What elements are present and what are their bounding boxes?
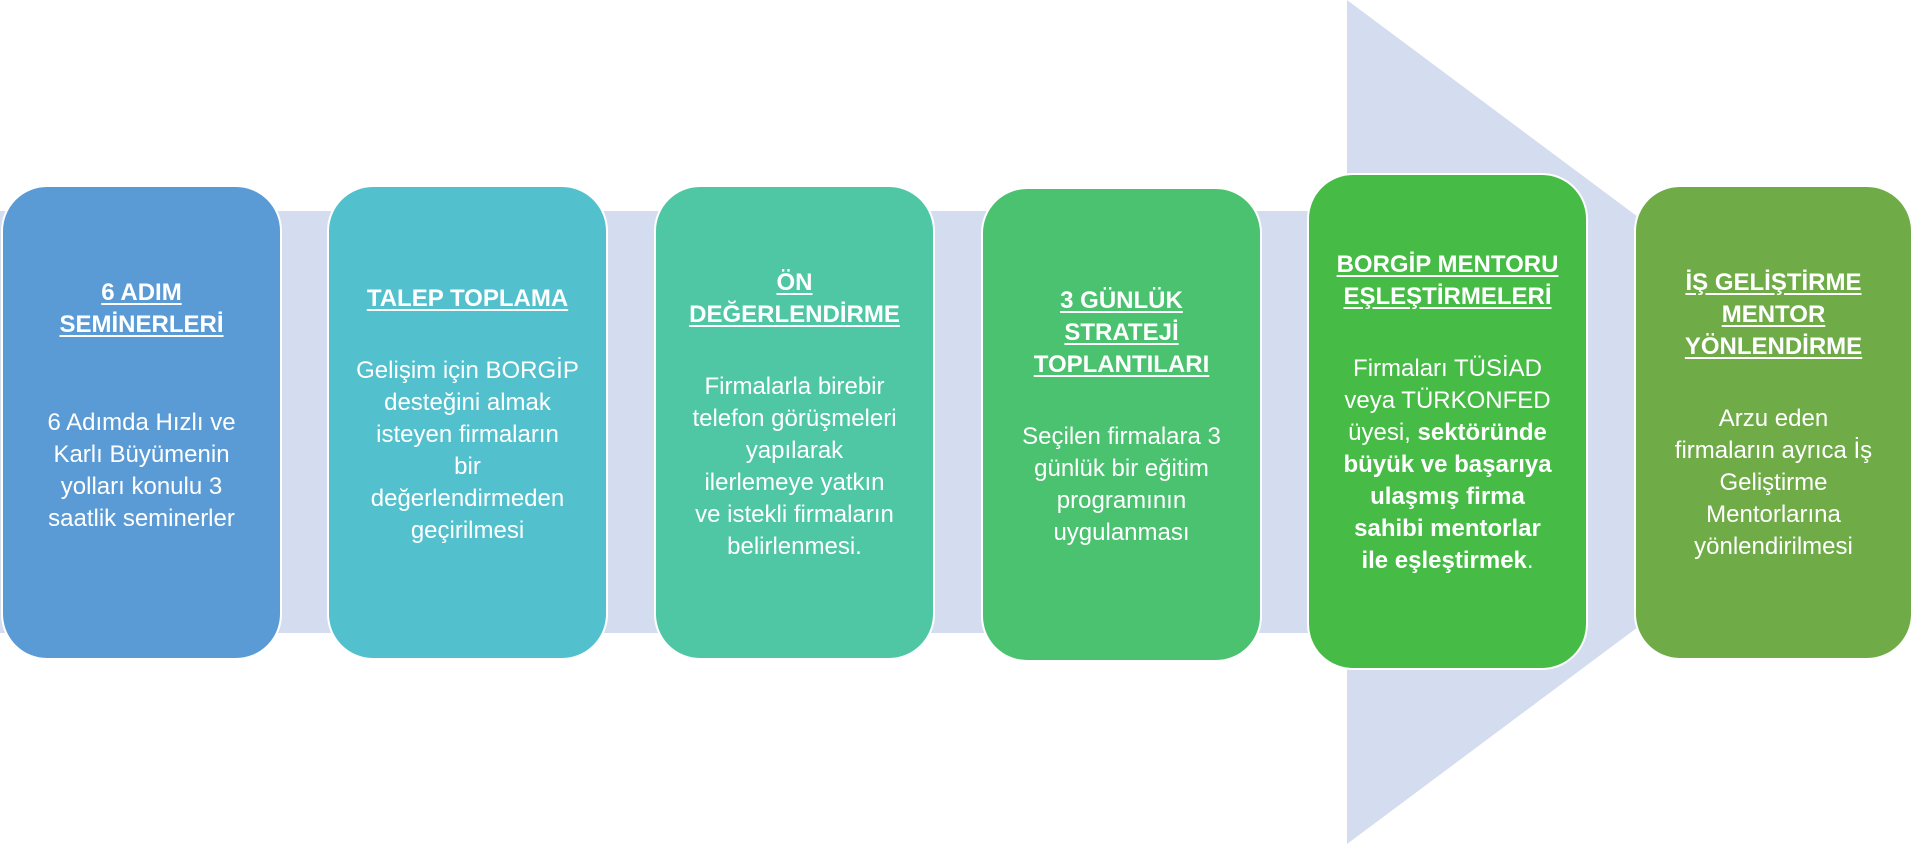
step-description: Arzu eden firmaların ayrıca İş Geliştirm… (1674, 405, 1873, 560)
step-title: İŞ GELİŞTİRME MENTOR YÖNLENDİRME (1684, 269, 1863, 360)
step-title: TALEP TOPLAMA (366, 285, 569, 312)
step-description-text-end: . (1526, 547, 1534, 574)
step-card-demand-collection: TALEP TOPLAMA Gelişim için BORGİP desteğ… (327, 185, 608, 660)
step-title: ÖN DEĞERLENDİRME (689, 269, 900, 328)
step-description: Firmalarla birebir telefon görüşmeleri y… (692, 373, 897, 560)
step-card-strategy-meetings: 3 GÜNLÜK STRATEJİ TOPLANTILARI Seçilen f… (981, 187, 1262, 662)
step-title: 6 ADIM SEMİNERLERİ (59, 279, 224, 338)
step-description: 6 Adımda Hızlı ve Karlı Büyümenin yollar… (47, 409, 236, 532)
step-title: 3 GÜNLÜK STRATEJİ TOPLANTILARI (1033, 287, 1210, 378)
step-card-mentor-matching: BORGİP MENTORU EŞLEŞTİRMELERİ Firmaları … (1307, 173, 1588, 670)
step-description: Seçilen firmalara 3 günlük bir eğitim pr… (1022, 423, 1221, 546)
step-description: Firmaları TÜSİAD veya TÜRKONFED üyesi, s… (1343, 353, 1551, 577)
step-description: Gelişim için BORGİP desteğini almak iste… (356, 357, 579, 544)
step-card-business-development: İŞ GELİŞTİRME MENTOR YÖNLENDİRME Arzu ed… (1634, 185, 1913, 660)
step-card-pre-evaluation: ÖN DEĞERLENDİRME Firmalarla birebir tele… (654, 185, 935, 660)
step-description-text: Firmaları TÜSİAD veya TÜRKONFED üyesi, (1344, 355, 1551, 446)
step-card-seminars: 6 ADIM SEMİNERLERİ 6 Adımda Hızlı ve Kar… (1, 185, 282, 660)
step-title: BORGİP MENTORU EŞLEŞTİRMELERİ (1336, 251, 1559, 310)
step-description-emphasis: sektöründe büyük ve başarıya ulaşmış fir… (1343, 419, 1552, 574)
